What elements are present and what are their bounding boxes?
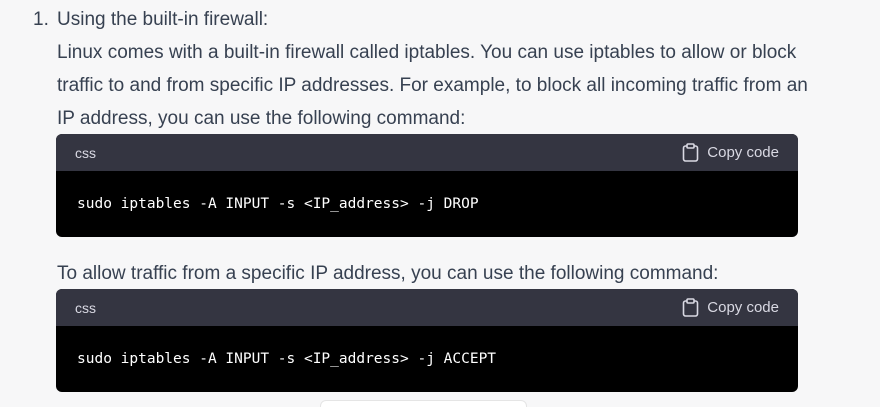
list-item-1: 1. Using the built-in firewall: <box>33 6 268 34</box>
clipboard-icon <box>682 298 699 317</box>
copy-code-label: Copy code <box>707 299 779 316</box>
code-block-header: css Copy code <box>56 134 798 171</box>
allow-paragraph: To allow traffic from a specific IP addr… <box>57 263 719 284</box>
copy-code-button[interactable]: Copy code <box>682 143 779 162</box>
code-block-drop: css Copy code sudo iptables -A INPUT -s … <box>56 134 798 237</box>
code-block-header: css Copy code <box>56 289 798 326</box>
code-content: sudo iptables -A INPUT -s <IP_address> -… <box>77 351 497 367</box>
list-number: 1. <box>33 9 49 30</box>
list-item-title: Using the built-in firewall: <box>57 9 269 30</box>
code-block-accept: css Copy code sudo iptables -A INPUT -s … <box>56 289 798 392</box>
code-language-label: css <box>75 299 96 316</box>
copy-code-button[interactable]: Copy code <box>682 298 779 317</box>
intro-paragraph: Linux comes with a built-in firewall cal… <box>57 42 808 129</box>
clipboard-icon <box>682 143 699 162</box>
code-content: sudo iptables -A INPUT -s <IP_address> -… <box>77 196 479 212</box>
code-language-label: css <box>75 144 96 161</box>
copy-code-label: Copy code <box>707 144 779 161</box>
regenerate-button-edge[interactable] <box>320 400 527 407</box>
